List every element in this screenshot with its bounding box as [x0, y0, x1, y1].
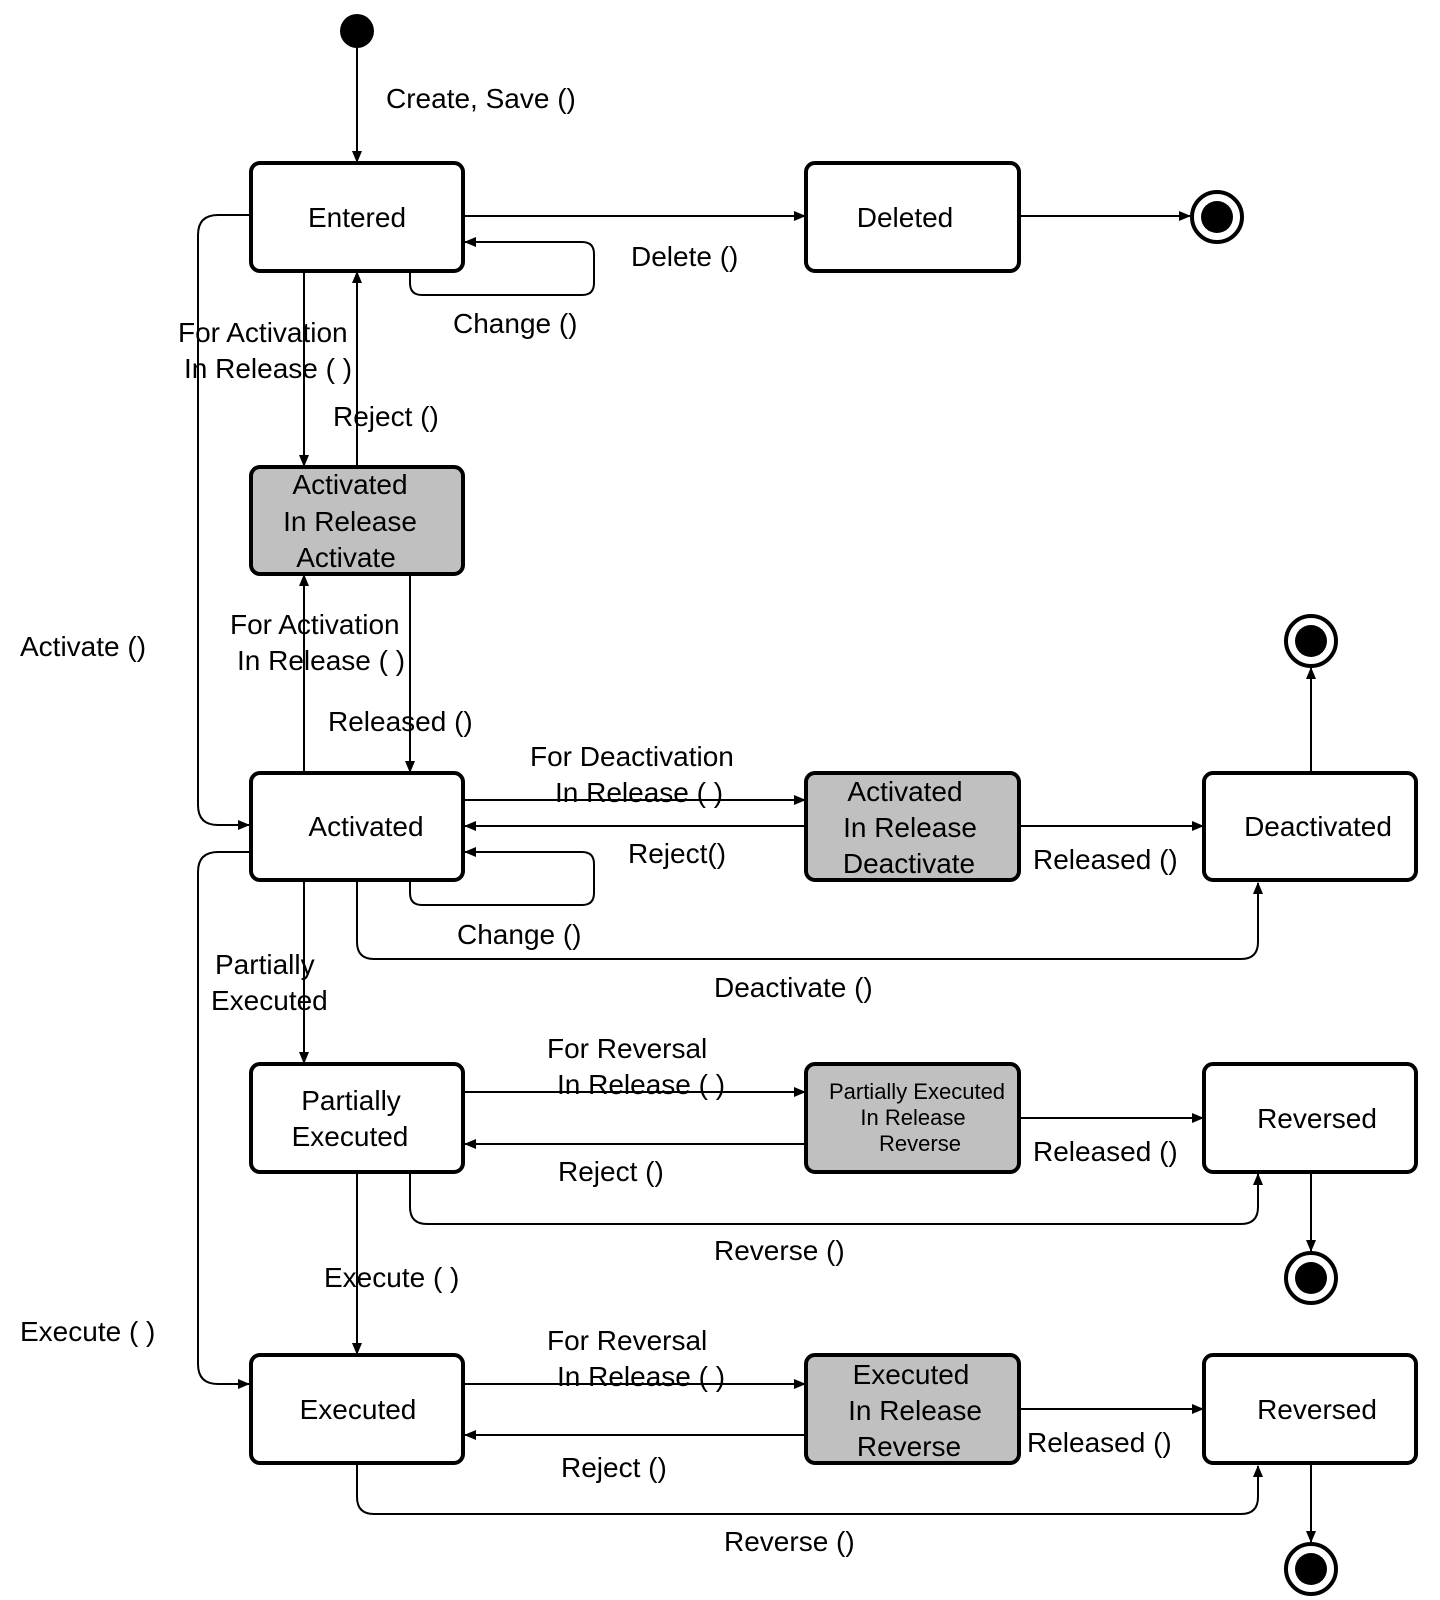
state-label-line-2: In Release	[843, 812, 977, 843]
state-entered-label: Entered	[308, 202, 406, 233]
state-partially-executed: Partially Executed	[249, 1062, 465, 1174]
final-state-reversed-1	[1284, 1251, 1338, 1305]
state-label-line-1: Activated	[847, 776, 962, 807]
edge-change-activated	[409, 847, 595, 906]
edge-change-entered	[409, 237, 595, 296]
label-released-4: Released ()	[1027, 1427, 1172, 1458]
state-label-line-1: Partially	[301, 1085, 401, 1116]
label-released-1: Released ()	[328, 706, 473, 737]
state-activated-label: Activated	[308, 811, 423, 842]
final-state-deactivated	[1284, 614, 1338, 668]
label-for-activation-1-line-1: For Activation	[178, 317, 348, 348]
state-activated: Activated	[249, 771, 465, 882]
label-partially-executed-line-2: Executed	[211, 985, 328, 1016]
label-change-activated: Change ()	[457, 919, 582, 950]
label-reverse-2: Reverse ()	[724, 1526, 855, 1557]
state-label-line-1: Partially Executed	[829, 1079, 1005, 1104]
state-label-line-3: Activate	[296, 542, 396, 573]
state-label-line-3: Reverse	[857, 1431, 961, 1462]
state-label-line-3: Reverse	[879, 1131, 961, 1156]
state-label-line-3: Deactivate	[843, 848, 975, 879]
edge-reverse-2	[356, 1464, 1263, 1515]
label-activate: Activate ()	[20, 631, 146, 662]
label-for-reversal-2-line-1: For Reversal	[547, 1325, 707, 1356]
state-label-line-2: In Release	[860, 1105, 965, 1130]
state-label-line-2: In Release	[283, 506, 417, 537]
label-reject-4: Reject ()	[561, 1452, 667, 1483]
label-reverse-1: Reverse ()	[714, 1235, 845, 1266]
label-for-activation-2-line-1: For Activation	[230, 609, 400, 640]
label-create-save: Create, Save ()	[386, 83, 576, 114]
state-deactivated: Deactivated	[1202, 771, 1418, 882]
label-released-2: Released ()	[1033, 844, 1178, 875]
label-change-entered: Change ()	[453, 308, 578, 339]
label-for-reversal-1-line-2: In Release ( )	[557, 1069, 725, 1100]
label-reject-3: Reject ()	[558, 1156, 664, 1187]
label-execute-1: Execute ( )	[324, 1262, 459, 1293]
edge-reverse-1	[409, 1173, 1263, 1225]
label-for-activation-1-line-2: In Release ( )	[184, 353, 352, 384]
label-released-3: Released ()	[1033, 1136, 1178, 1167]
state-entered: Entered	[249, 161, 465, 273]
state-deleted: Deleted	[804, 161, 1021, 273]
label-execute-2: Execute ( )	[20, 1316, 155, 1347]
label-for-deactivation-line-1: For Deactivation	[530, 741, 734, 772]
state-deleted-label: Deleted	[857, 202, 954, 233]
state-executed-in-release-reverse: Executed In Release Reverse	[804, 1353, 1021, 1465]
state-reversed-1-label: Reversed	[1257, 1103, 1377, 1134]
label-for-reversal-2-line-2: In Release ( )	[557, 1361, 725, 1392]
state-reversed-2-label: Reversed	[1257, 1394, 1377, 1425]
state-activated-in-release-activate: Activated In Release Activate	[249, 465, 465, 576]
initial-state	[340, 14, 374, 48]
edge-deactivate	[356, 881, 1263, 960]
state-executed-label: Executed	[300, 1394, 417, 1425]
state-partially-executed-in-release-reverse: Partially Executed In Release Reverse	[804, 1062, 1021, 1174]
state-reversed-1: Reversed	[1202, 1062, 1418, 1174]
label-delete: Delete ()	[631, 241, 738, 272]
state-reversed-2: Reversed	[1202, 1353, 1418, 1465]
edge-execute-2	[197, 851, 250, 1389]
state-label-line-1: Executed	[853, 1359, 970, 1390]
final-state-deleted	[1190, 190, 1244, 244]
label-for-deactivation-line-2: In Release ( )	[555, 777, 723, 808]
state-label-line-2: In Release	[848, 1395, 982, 1426]
state-activated-in-release-deactivate: Activated In Release Deactivate	[804, 771, 1021, 882]
state-label-line-2: Executed	[292, 1121, 409, 1152]
label-reject-2: Reject()	[628, 838, 726, 869]
label-partially-executed-line-1: Partially	[215, 949, 315, 980]
final-state-reversed-2	[1284, 1542, 1338, 1596]
label-for-reversal-1-line-1: For Reversal	[547, 1033, 707, 1064]
label-reject-1: Reject ()	[333, 401, 439, 432]
label-for-activation-2-line-2: In Release ( )	[237, 645, 405, 676]
label-deactivate: Deactivate ()	[714, 972, 873, 1003]
edge-activate	[197, 214, 250, 830]
state-deactivated-label: Deactivated	[1244, 811, 1392, 842]
state-executed: Executed	[249, 1353, 465, 1465]
state-label-line-1: Activated	[292, 469, 407, 500]
